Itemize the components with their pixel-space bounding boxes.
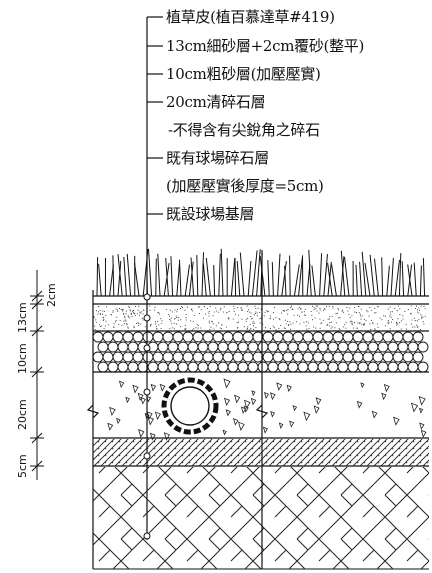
dim-10cm: 10cm [16, 343, 29, 374]
label-existing-gravel: 既有球場碎石層 [166, 149, 269, 167]
section-edges [86, 250, 269, 569]
dimension-lines [30, 270, 44, 480]
gravel-texture [107, 378, 427, 441]
dim-5cm: 5cm [16, 454, 29, 478]
label-existing-gravel-note: (加壓壓實後厚度=5cm) [166, 177, 324, 195]
label-coarse-sand: 10cm粗砂層(加壓壓實) [166, 65, 321, 83]
dim-13cm: 13cm [16, 302, 29, 333]
fine-sand-texture [93, 305, 426, 331]
label-gravel-layer: 20cm清碎石層 [166, 93, 266, 111]
label-turf: 植草皮(植百慕達草#419) [166, 8, 335, 26]
drain-pipe [161, 377, 219, 435]
existing-gravel-hatch [93, 439, 429, 466]
label-sand-layer: 13cm細砂層+2cm覆砂(整平) [166, 37, 365, 55]
coarse-sand-texture [92, 331, 429, 373]
label-base-layer: 既設球場基層 [166, 205, 255, 223]
dim-2cm: 2cm [45, 283, 58, 307]
dim-20cm: 20cm [16, 399, 29, 430]
label-gravel-note: -不得含有尖銳角之碎石 [168, 121, 320, 139]
leader-markers [143, 293, 151, 540]
base-layer-pattern [93, 467, 429, 569]
grass-blades [96, 248, 426, 297]
